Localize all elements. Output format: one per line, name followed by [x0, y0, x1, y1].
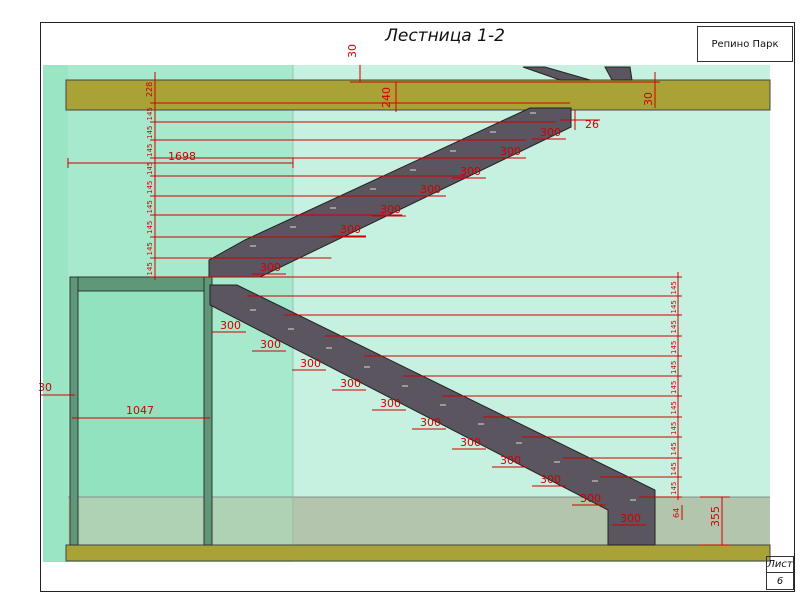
- upper-riser-label-0: 145: [146, 107, 154, 120]
- door-frame-left-post: [69, 276, 79, 546]
- upper-riser-label-8: 145: [146, 262, 154, 275]
- dim-label-slab-right: 30: [642, 92, 655, 106]
- lower-riser-label-7: 145: [670, 422, 678, 435]
- lower-tread-label-3: 300: [340, 377, 361, 390]
- upper-riser-label-6: 145: [146, 221, 154, 234]
- lower-riser-label-2: 145: [670, 320, 678, 333]
- upper-riser-label-4: 145: [146, 181, 154, 194]
- dim-label-top-gap: 228: [145, 82, 154, 97]
- upper-flight-stringer: [208, 107, 572, 278]
- lower-riser-label-4: 145: [670, 361, 678, 374]
- stair-flights: [208, 66, 656, 546]
- lower-tread-label-7: 300: [500, 454, 521, 467]
- drawing-frame: [40, 22, 795, 592]
- lower-tread-label-10: 300: [620, 512, 641, 525]
- tread-labels: 300 300 300 300 300 300 300 300 300 300 300 300 300 3…: [220, 126, 641, 525]
- lower-riser-label-8: 145: [670, 442, 678, 455]
- upper-tread-label-2: 300: [380, 203, 401, 216]
- sheet-number-box: Лист 6: [766, 556, 794, 590]
- lower-riser-label-10: 145: [670, 482, 678, 495]
- sheet-label: Лист: [767, 557, 793, 573]
- dim-label-door-width: 1047: [126, 404, 154, 417]
- upper-riser-label-5: 145: [146, 200, 154, 213]
- lower-riser-label-3: 145: [670, 341, 678, 354]
- lower-riser-label-6: 145: [670, 401, 678, 414]
- background-left-zone: [43, 65, 68, 562]
- dim-label-base-height: 355: [709, 506, 722, 527]
- upper-tread-label-6: 300: [540, 126, 561, 139]
- upper-riser-label-1: 145: [146, 126, 154, 139]
- upper-riser-label-3: 145: [146, 162, 154, 175]
- dim-label-left-wall: 30: [38, 381, 52, 394]
- drawing-title: Лестница 1-2: [385, 26, 505, 46]
- dim-label-landing-length: 1698: [168, 150, 196, 163]
- lower-riser-label-0: 145: [670, 281, 678, 294]
- lower-tread-label-9: 300: [580, 492, 601, 505]
- top-flight-stringer-right: [604, 66, 633, 81]
- sheet-number: 6: [776, 576, 784, 587]
- dimension-labels: 30 240 30 228 26 1698 1047 30 355 64: [38, 44, 722, 527]
- floor-zone-right: [293, 497, 770, 545]
- step-marks: [250, 112, 636, 501]
- floor-zone-left: [68, 497, 293, 545]
- dim-label-base-small: 64: [672, 508, 681, 518]
- project-name: Репино Парк: [711, 39, 779, 50]
- lower-tread-label-4: 300: [380, 397, 401, 410]
- upper-tread-label-1: 300: [340, 223, 361, 236]
- riser-labels: 145 145 145 145 145 145 145 145 145 145 145 145 145 1…: [146, 107, 678, 495]
- dim-label-slab-depth: 240: [380, 87, 393, 108]
- floor-slab: [65, 544, 771, 562]
- lower-tread-label-0: 300: [220, 319, 241, 332]
- lower-tread-label-2: 300: [300, 357, 321, 370]
- lower-tread-label-6: 300: [460, 436, 481, 449]
- lower-tread-label-1: 300: [260, 338, 281, 351]
- lower-flight-stringer: [209, 284, 656, 546]
- dim-label-slab-top: 30: [346, 44, 359, 58]
- lower-riser-label-9: 145: [670, 462, 678, 475]
- lower-riser-label-1: 145: [670, 300, 678, 313]
- upper-riser-label-7: 145: [146, 242, 154, 255]
- lower-tread-label-8: 300: [540, 473, 561, 486]
- dim-label-stringer-end: 26: [585, 118, 599, 131]
- upper-tread-label-0: 300: [260, 261, 281, 274]
- upper-riser-label-2: 145: [146, 144, 154, 157]
- project-name-box: Репино Парк: [697, 26, 793, 62]
- lower-riser-label-5: 145: [670, 381, 678, 394]
- dimension-lines: [40, 65, 730, 546]
- lower-tread-label-5: 300: [420, 416, 441, 429]
- upper-tread-label-4: 300: [460, 165, 481, 178]
- top-flight-stringer: [522, 66, 591, 81]
- upper-tread-label-5: 300: [500, 145, 521, 158]
- upper-tread-label-3: 300: [420, 183, 441, 196]
- upper-slab: [65, 79, 771, 111]
